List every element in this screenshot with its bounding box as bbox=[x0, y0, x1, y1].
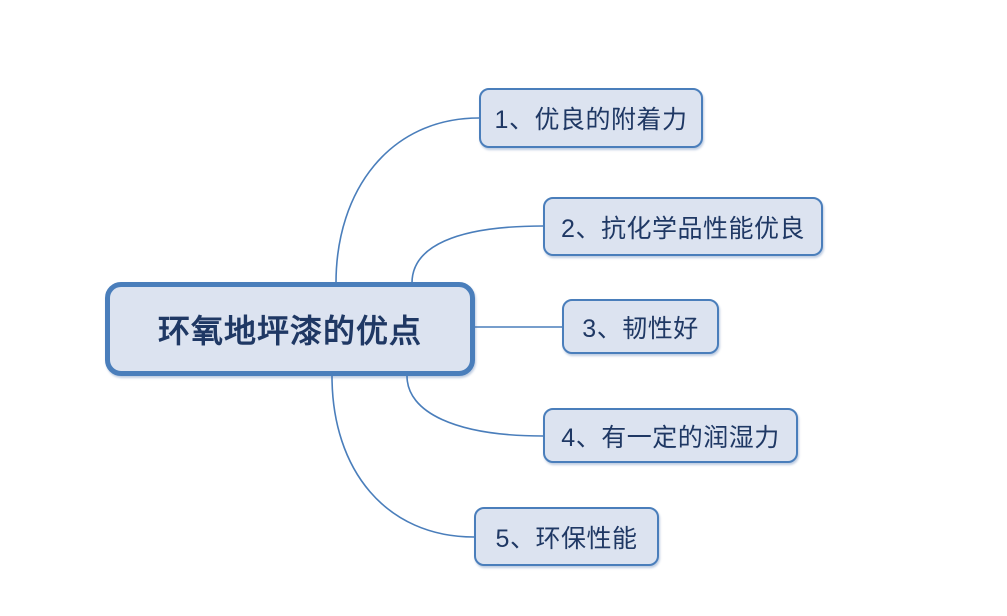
root-node[interactable]: 环氧地坪漆的优点 bbox=[105, 282, 475, 376]
branch-node-4-label: 4、有一定的润湿力 bbox=[561, 423, 780, 452]
branch-node-4[interactable]: 4、有一定的润湿力 bbox=[543, 408, 798, 463]
branch-node-1-label: 1、优良的附着力 bbox=[494, 106, 688, 134]
connector-to-branch-5 bbox=[331, 375, 475, 538]
connector-to-branch-4 bbox=[406, 375, 544, 437]
branch-node-5[interactable]: 5、环保性能 bbox=[474, 507, 659, 566]
branch-node-3-label: 3、韧性好 bbox=[582, 314, 699, 343]
connector-to-branch-1 bbox=[335, 117, 480, 284]
branch-node-3[interactable]: 3、韧性好 bbox=[562, 299, 719, 354]
branch-node-5-label: 5、环保性能 bbox=[495, 524, 638, 553]
branch-node-2[interactable]: 2、抗化学品性能优良 bbox=[543, 197, 823, 256]
branch-node-2-label: 2、抗化学品性能优良 bbox=[561, 214, 805, 243]
root-node-label: 环氧地坪漆的优点 bbox=[157, 313, 422, 349]
branch-node-1[interactable]: 1、优良的附着力 bbox=[479, 88, 703, 148]
connector-to-branch-2 bbox=[411, 225, 544, 284]
